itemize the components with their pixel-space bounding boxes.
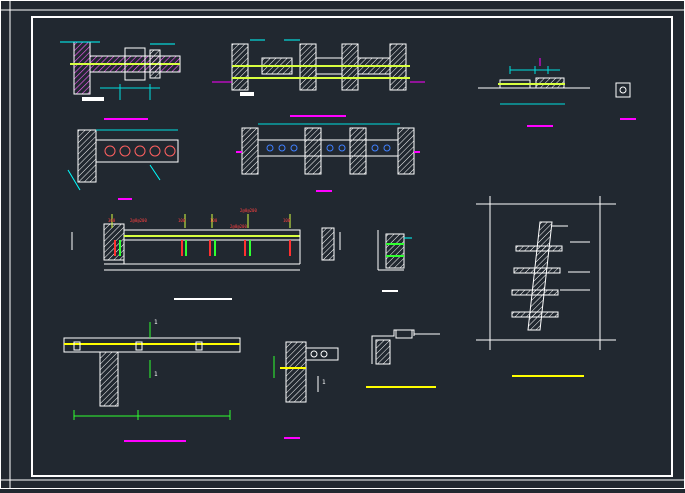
detail-slab-hollow-4 bbox=[67, 129, 179, 200]
dim-label-beam-2: 2@8@200 bbox=[130, 218, 147, 223]
dim-label-beam-4: 100 bbox=[210, 218, 218, 223]
detail-wall-elevation-2 bbox=[212, 39, 425, 117]
section-mark-a2: 1 bbox=[154, 371, 158, 378]
section-mark-a1: 1 bbox=[154, 319, 158, 326]
detail-wall-joint-1 bbox=[60, 41, 181, 120]
dim-label-beam-1: 300 bbox=[108, 218, 116, 223]
detail-wall-elevation-8 bbox=[476, 196, 616, 377]
detail-slab-wall-9: 1 1 bbox=[63, 319, 241, 442]
section-mark-b1: 1 bbox=[322, 379, 326, 386]
drawing-frame bbox=[31, 16, 673, 477]
dim-label-beam-3: 100 bbox=[178, 218, 186, 223]
dim-label-beam-7: 100 bbox=[283, 218, 291, 223]
detail-column-slab-10: 1 bbox=[273, 341, 339, 439]
detail-beam-3 bbox=[478, 58, 636, 127]
detail-column-section-7 bbox=[377, 230, 412, 292]
detail-eave-section-11 bbox=[366, 329, 440, 388]
detail-slab-hollow-5 bbox=[236, 123, 420, 192]
dim-label-beam-5: 2@8@200 bbox=[230, 224, 247, 229]
detail-beam-reinforcement-6: 300 2@8@200 100 100 2@8@200 2@8@200 100 bbox=[71, 208, 341, 300]
dim-label-beam-6: 2@8@200 bbox=[240, 208, 257, 213]
